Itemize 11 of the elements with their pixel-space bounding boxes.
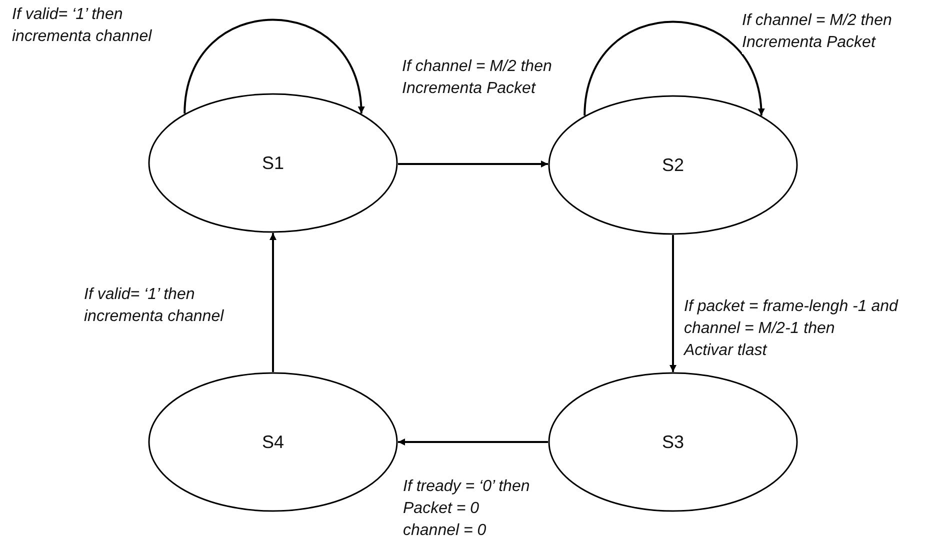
state-name: S2 (662, 154, 684, 176)
arrow (398, 438, 548, 446)
arrow (184, 18, 364, 114)
state-name: S4 (262, 430, 284, 454)
arrow (270, 233, 276, 372)
arrow (398, 160, 548, 168)
arrow (670, 235, 676, 372)
arrow (584, 20, 764, 116)
edge-label: If channel = M/2 then Incrementa Packet (742, 10, 892, 54)
state-name: S3 (662, 430, 684, 454)
state-name: S1 (262, 152, 284, 174)
